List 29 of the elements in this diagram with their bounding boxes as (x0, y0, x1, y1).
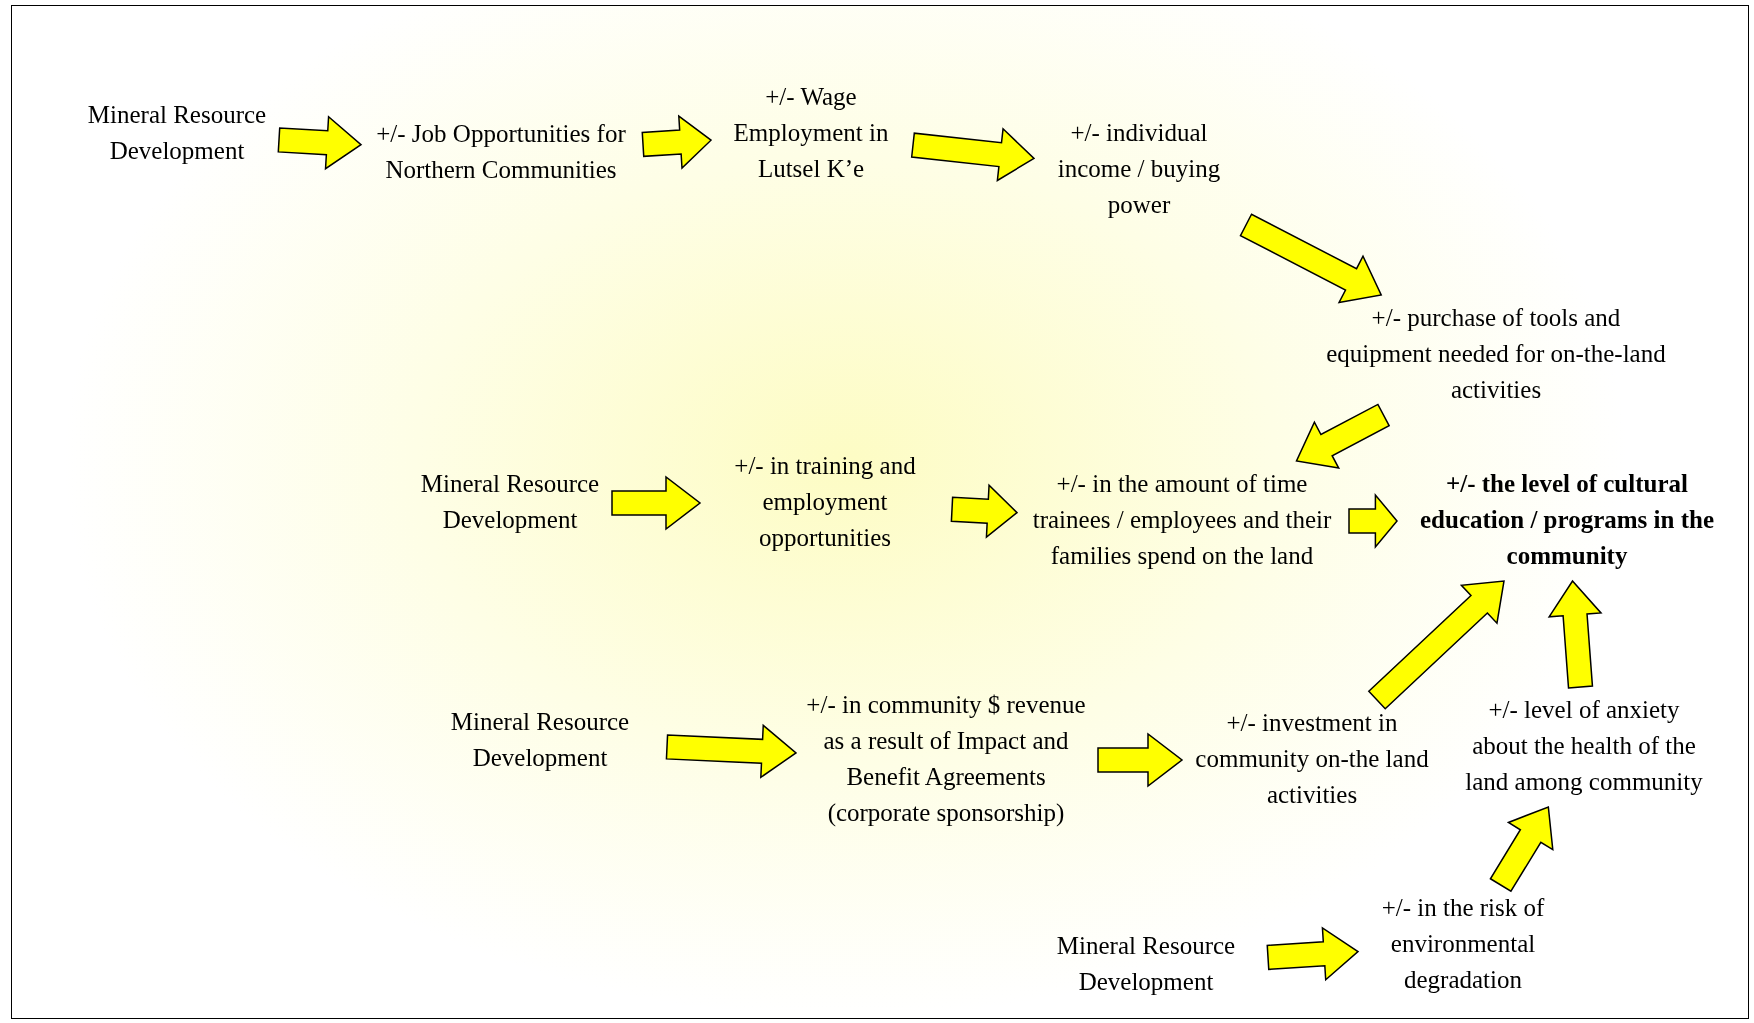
block-arrow (1348, 492, 1398, 550)
effect-text: +/- the level of cultural education / programs in the community (1402, 466, 1732, 574)
block-arrow (1295, 403, 1391, 470)
effect-text: +/- Wage Employment in Lutsel K’e (716, 79, 906, 187)
effect-text: Mineral Resource Development (1031, 928, 1261, 1000)
block-arrow (1239, 213, 1383, 304)
effect-text: +/- in community $ revenue as a result of Impact and Benefit Agreements (corporate sponsorship) (801, 687, 1091, 831)
block-arrow (277, 115, 363, 171)
effect-text: +/- investment in community on-the land activities (1187, 705, 1437, 813)
block-arrow (910, 127, 1036, 182)
effect-text: +/- in the risk of environmental degradation (1363, 890, 1563, 998)
block-arrow (665, 723, 798, 779)
block-arrow (1489, 805, 1554, 893)
effect-text: Mineral Resource Development (415, 466, 605, 538)
effect-text: Mineral Resource Development (420, 704, 660, 776)
block-arrow (641, 114, 713, 170)
effect-text: +/- purchase of tools and equipment needed for on-the-land activities (1316, 300, 1676, 408)
block-arrow (1266, 926, 1360, 982)
effect-text: +/- level of anxiety about the health of the land among community (1464, 692, 1704, 800)
effect-text: Mineral Resource Development (82, 97, 272, 169)
effect-text: +/- in the amount of time trainees / employees and their families spend on the land (1022, 466, 1342, 574)
block-arrow (611, 475, 702, 531)
effect-text: +/- individual income / buying power (1039, 115, 1239, 223)
block-arrow (1367, 580, 1505, 710)
block-arrow (1097, 732, 1184, 788)
block-arrow (1547, 579, 1603, 689)
block-arrow (950, 483, 1019, 539)
effect-text: +/- Job Opportunities for Northern Communities (366, 116, 636, 188)
effect-text: +/- in training and employment opportunities (705, 448, 945, 556)
